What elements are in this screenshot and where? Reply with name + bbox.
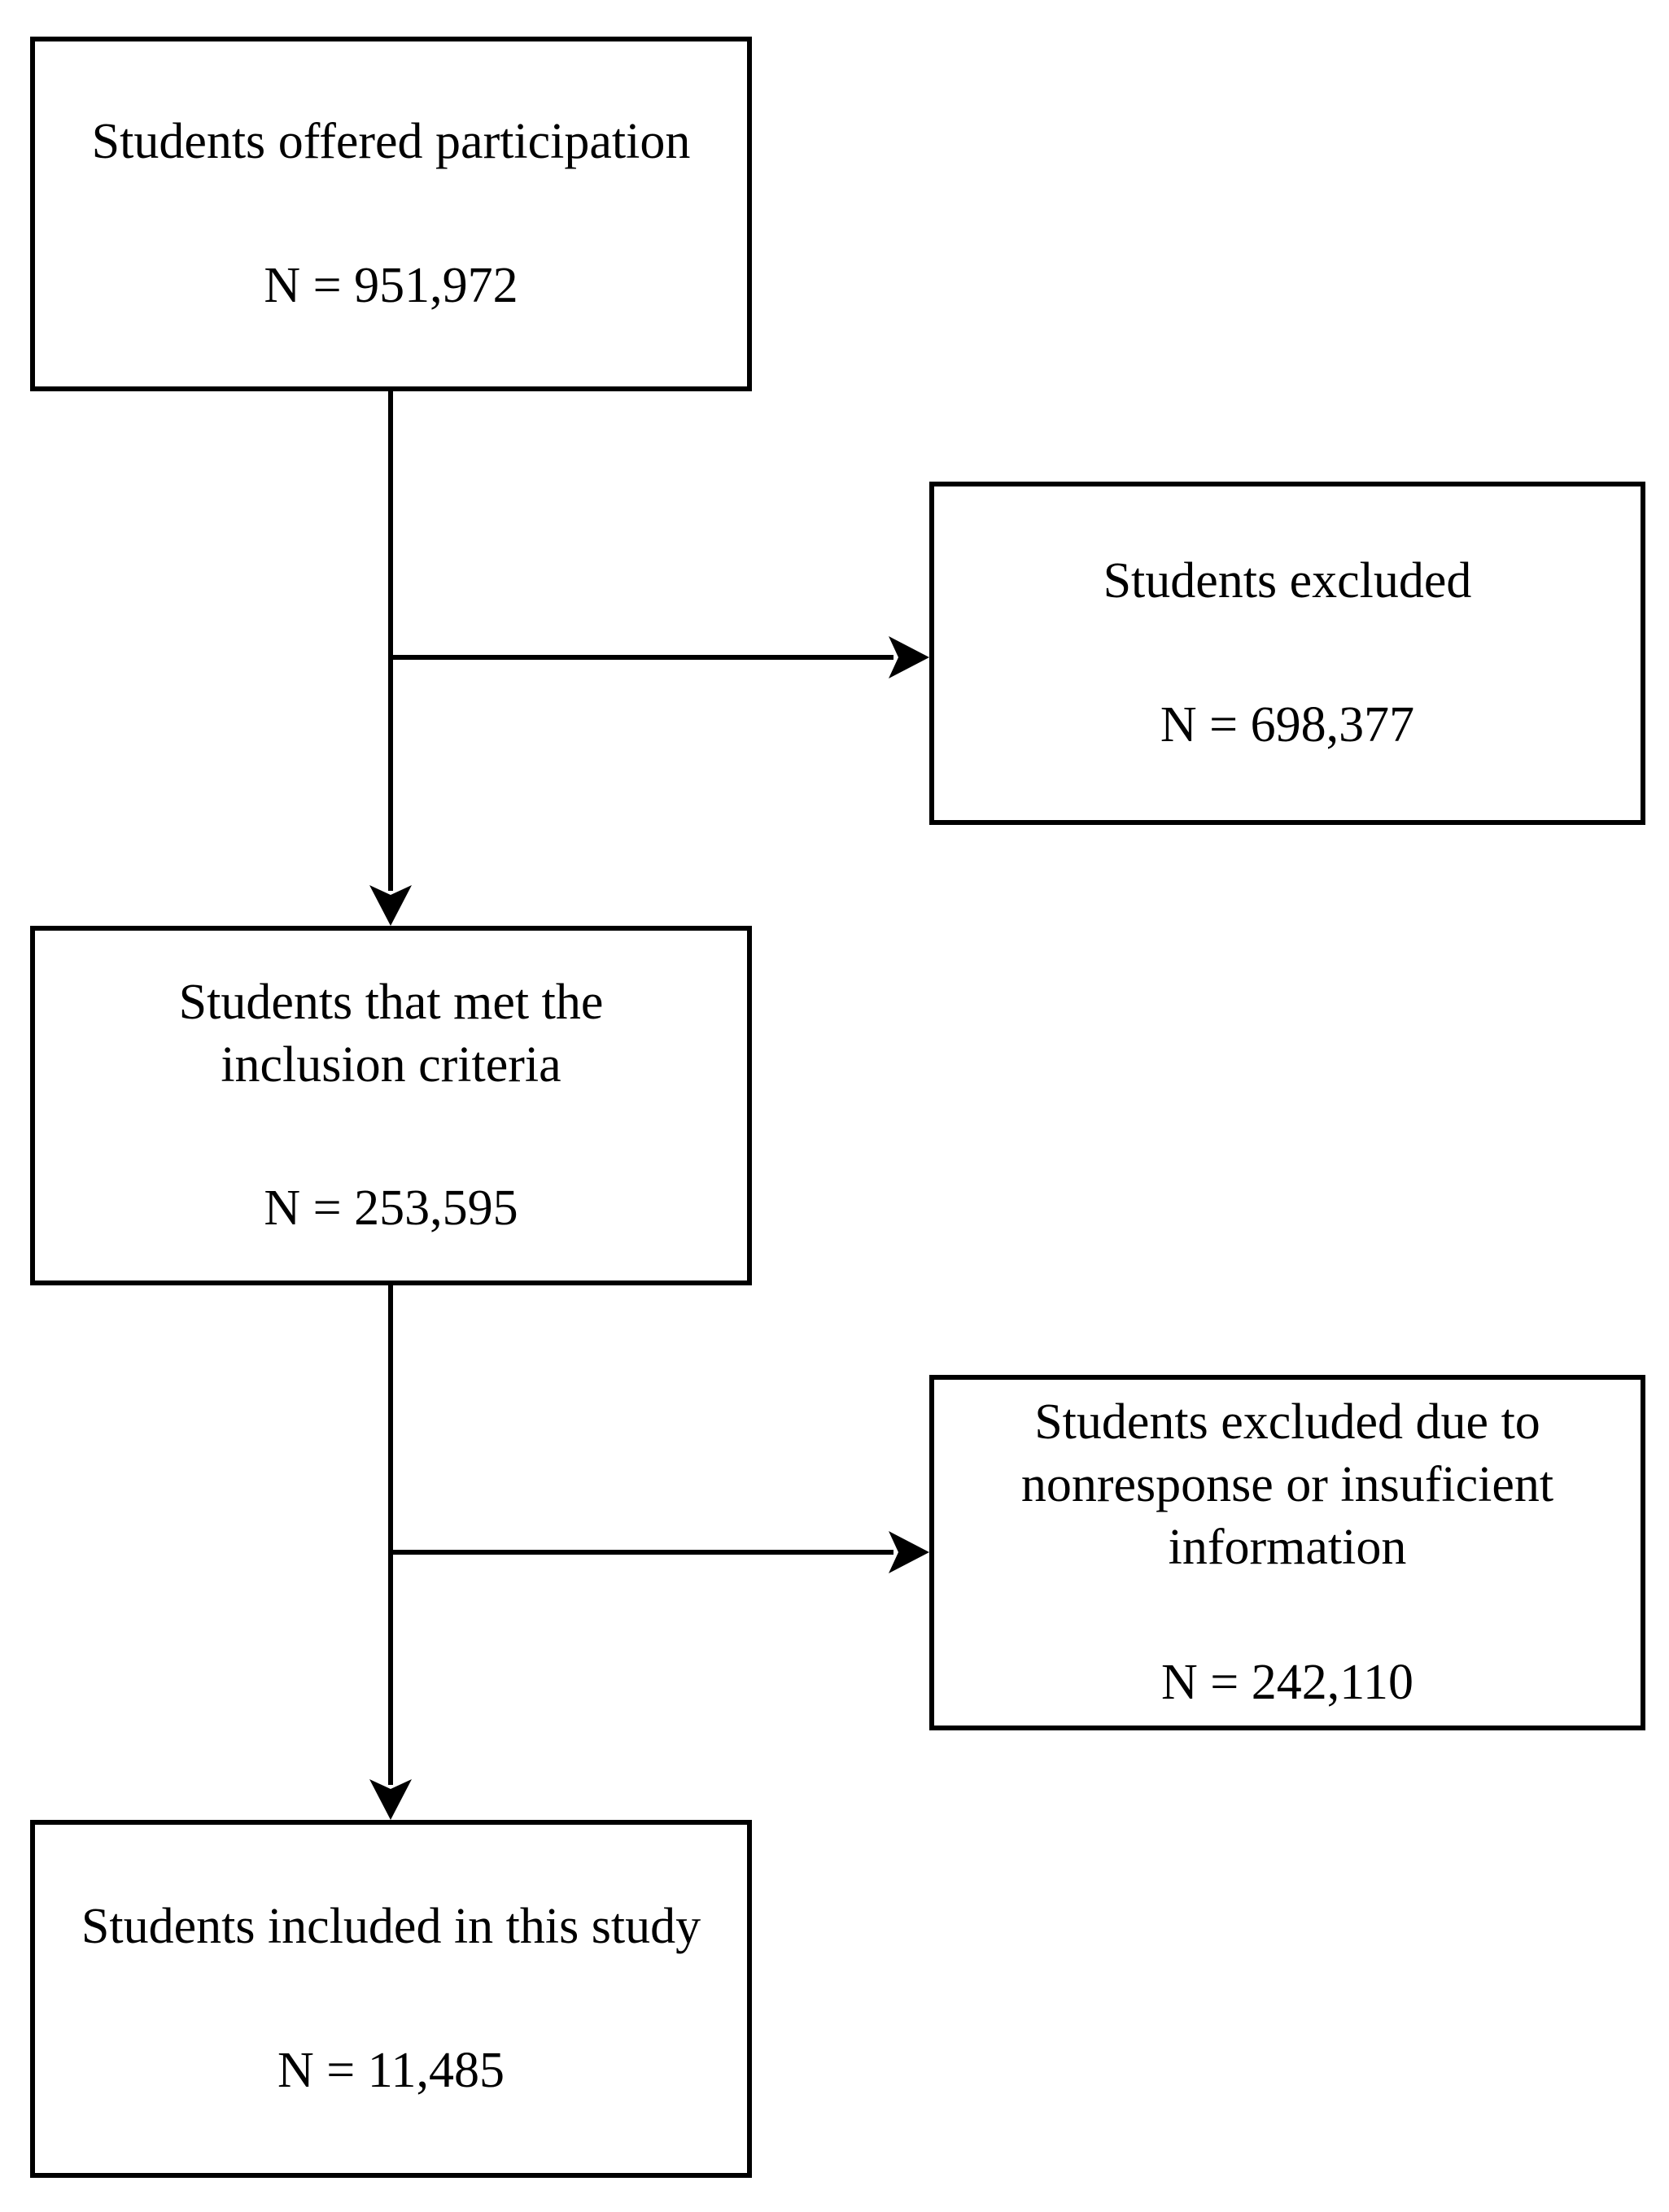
connector-met-inclusion-to-excluded-nonresponse — [391, 1550, 893, 1555]
flow-box-met-inclusion-count: N = 253,595 — [264, 1180, 518, 1237]
arrow-down-icon — [369, 885, 412, 926]
flow-box-offered-count: N = 951,972 — [264, 258, 518, 313]
flow-box-included: Students included in this study N = 11,4… — [30, 1820, 752, 2178]
connector-met-inclusion-to-included — [388, 1285, 393, 1785]
flow-box-excluded-initial-label: Students excluded — [1103, 553, 1472, 609]
flow-box-excluded-nonresponse-count: N = 242,110 — [1161, 1655, 1413, 1711]
flow-box-excluded-initial: Students excluded N = 698,377 — [929, 482, 1645, 825]
flow-box-included-label: Students included in this study — [81, 1899, 701, 1955]
connector-offered-to-excluded-initial — [391, 655, 893, 660]
arrow-right-icon — [889, 636, 929, 678]
flow-box-excluded-nonresponse-label: Students excluded due to nonresponse or … — [1020, 1394, 1554, 1575]
connector-offered-to-met-inclusion — [388, 391, 393, 891]
flow-box-offered: Students offered participation N = 951,9… — [30, 37, 752, 391]
flow-box-offered-label: Students offered participation — [91, 114, 691, 170]
flow-box-met-inclusion: Students that met the inclusion criteria… — [30, 926, 752, 1285]
arrow-right-icon — [889, 1531, 929, 1573]
flow-box-excluded-nonresponse: Students excluded due to nonresponse or … — [929, 1375, 1645, 1730]
flow-box-excluded-initial-count: N = 698,377 — [1160, 697, 1415, 753]
flow-box-included-count: N = 11,485 — [277, 2043, 505, 2098]
flow-box-met-inclusion-label: Students that met the inclusion criteria — [178, 974, 604, 1093]
arrow-down-icon — [369, 1779, 412, 1820]
